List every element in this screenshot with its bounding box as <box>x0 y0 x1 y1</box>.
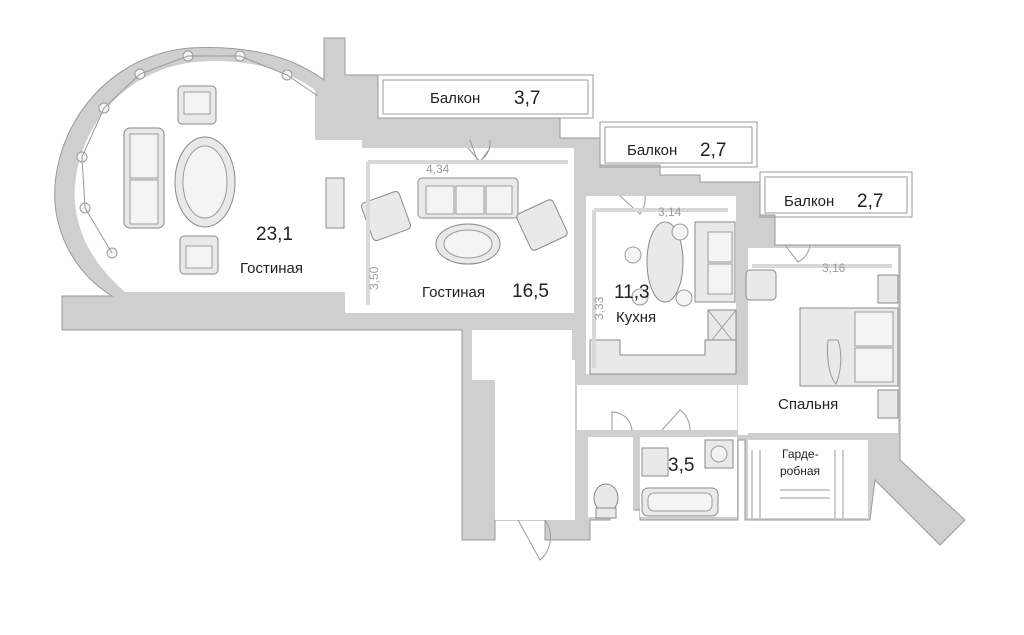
living-area: 16,5 <box>512 281 549 302</box>
window-posts <box>76 50 319 259</box>
living-depth: 3,50 <box>367 266 381 290</box>
kitchen-depth: 3,33 <box>592 296 606 320</box>
living-width: 4,34 <box>426 162 450 176</box>
wardrobe-name-2: робная <box>780 464 820 478</box>
dimension-lines <box>366 160 892 368</box>
bedroom-name: Спальня <box>778 396 838 413</box>
balcony-3-name: Балкон <box>784 193 834 210</box>
wardrobe-name-1: Гарде- <box>782 447 819 461</box>
balcony-2-name: Балкон <box>627 142 677 159</box>
balcony-outlines <box>377 74 913 218</box>
living-name: Гостиная <box>422 284 485 301</box>
bedroom-furniture <box>799 274 899 419</box>
balcony-2-area: 2,7 <box>700 140 726 161</box>
balcony-3-area: 2,7 <box>857 191 883 212</box>
living-big-area: 23,1 <box>256 224 293 245</box>
labels: 23,1 Гостиная 4,34 3,50 Гостиная 16,5 3,… <box>240 88 883 478</box>
doors <box>469 139 811 561</box>
wardrobe-racks <box>751 450 844 518</box>
balcony-1-name: Балкон <box>430 90 480 107</box>
living-big-name: Гостиная <box>240 260 303 277</box>
round-room-furniture <box>123 85 345 275</box>
kitchen-width: 3,14 <box>658 205 682 219</box>
bathroom-area: 3,5 <box>668 455 694 476</box>
bedroom-width: 3,16 <box>822 261 846 275</box>
living-furniture <box>360 147 568 265</box>
kitchen-area: 11,3 <box>614 282 650 303</box>
kitchen-furniture <box>589 221 777 375</box>
kitchen-name: Кухня <box>616 309 656 326</box>
bathroom-fixtures <box>593 439 734 519</box>
balcony-1-area: 3,7 <box>514 88 540 109</box>
